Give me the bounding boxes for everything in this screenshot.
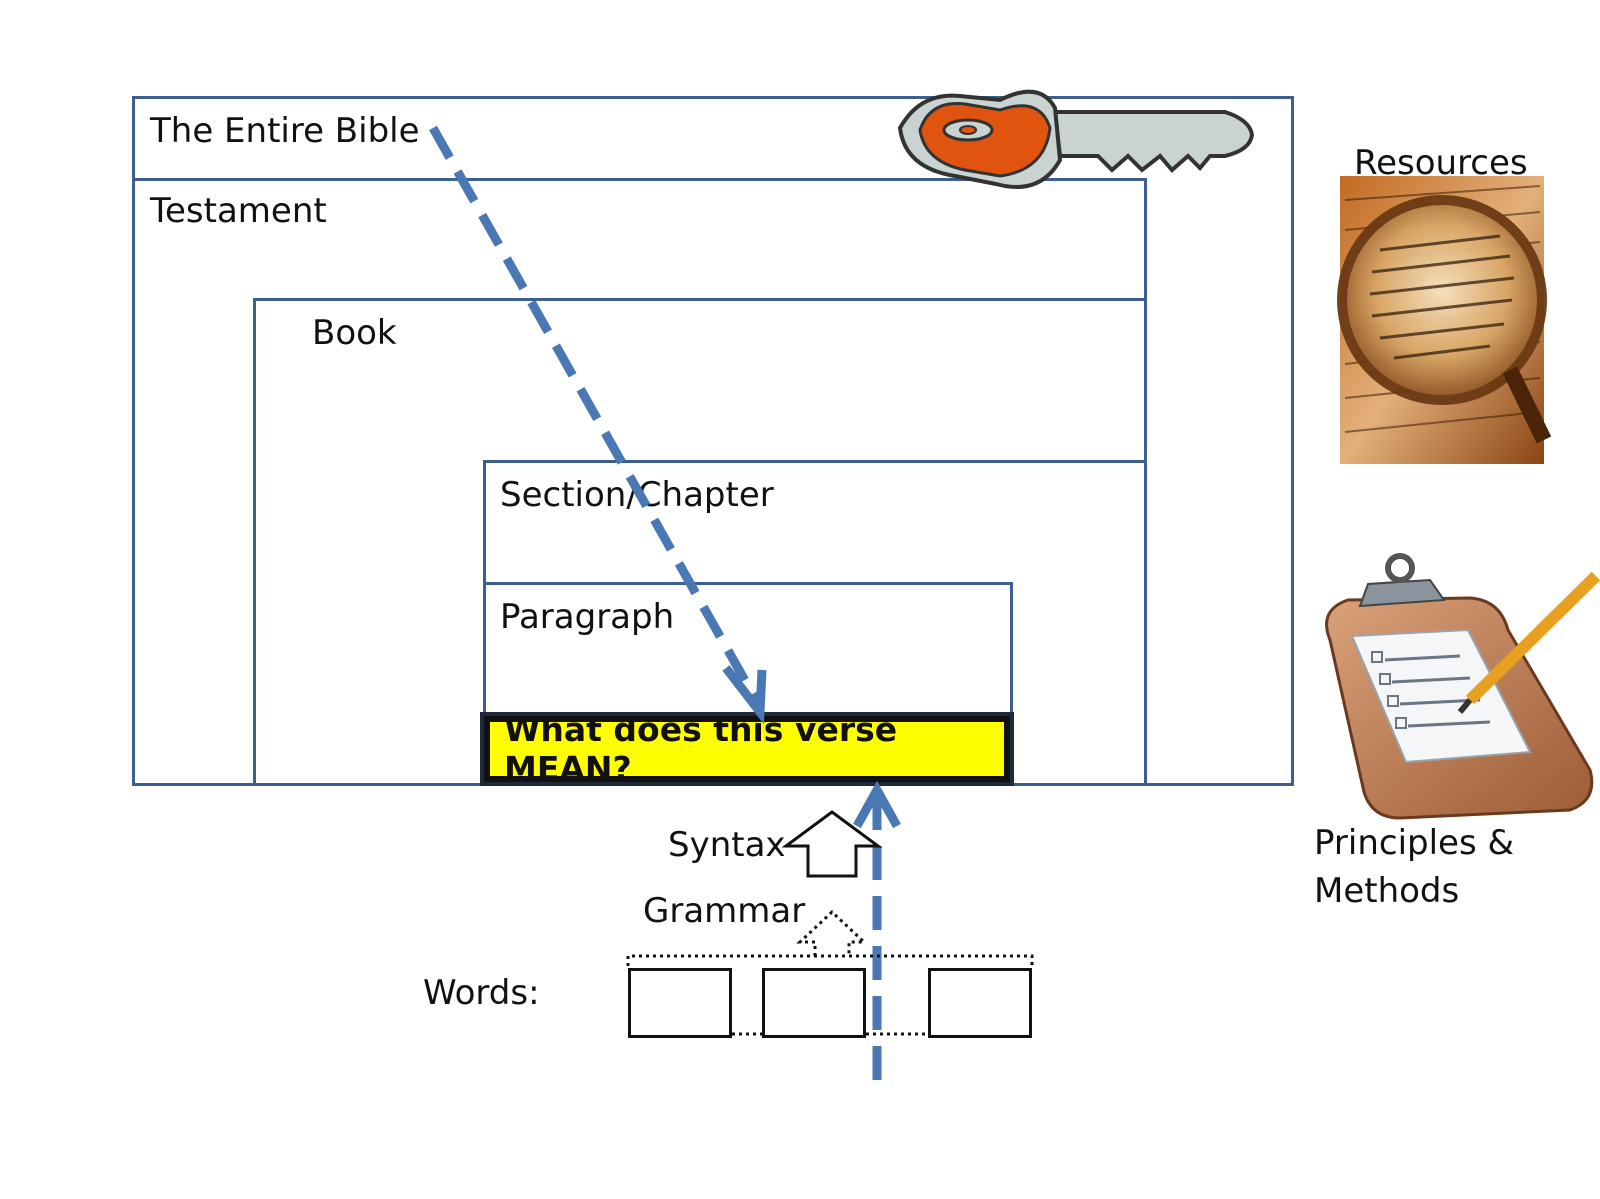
syntax-arrow-icon xyxy=(781,810,883,878)
top-down-arrow xyxy=(429,125,767,725)
entire-bible-label: The Entire Bible xyxy=(150,111,420,151)
resources-label: Resources xyxy=(1354,143,1528,183)
words-label: Words: xyxy=(423,973,540,1013)
word-box xyxy=(628,968,732,1038)
word-box xyxy=(928,968,1032,1038)
principles-methods-label-line1: Principles & xyxy=(1314,823,1514,863)
principles-methods-label-line2: Methods xyxy=(1314,871,1460,911)
paragraph-label: Paragraph xyxy=(500,597,675,637)
grammar-label: Grammar xyxy=(643,891,806,931)
magnifying-glass-dictionary-image xyxy=(1337,176,1552,464)
grammar-arrow-icon xyxy=(796,909,868,956)
book-label: Book xyxy=(312,313,397,353)
key-icon xyxy=(897,89,1255,189)
word-box xyxy=(762,968,866,1038)
words-grouping-bracket xyxy=(626,954,1034,966)
verse-question-box: What does this verse MEAN? xyxy=(480,710,1014,788)
clipboard-pencil-image xyxy=(1325,553,1600,820)
syntax-label: Syntax xyxy=(668,825,786,865)
testament-label: Testament xyxy=(150,191,327,231)
